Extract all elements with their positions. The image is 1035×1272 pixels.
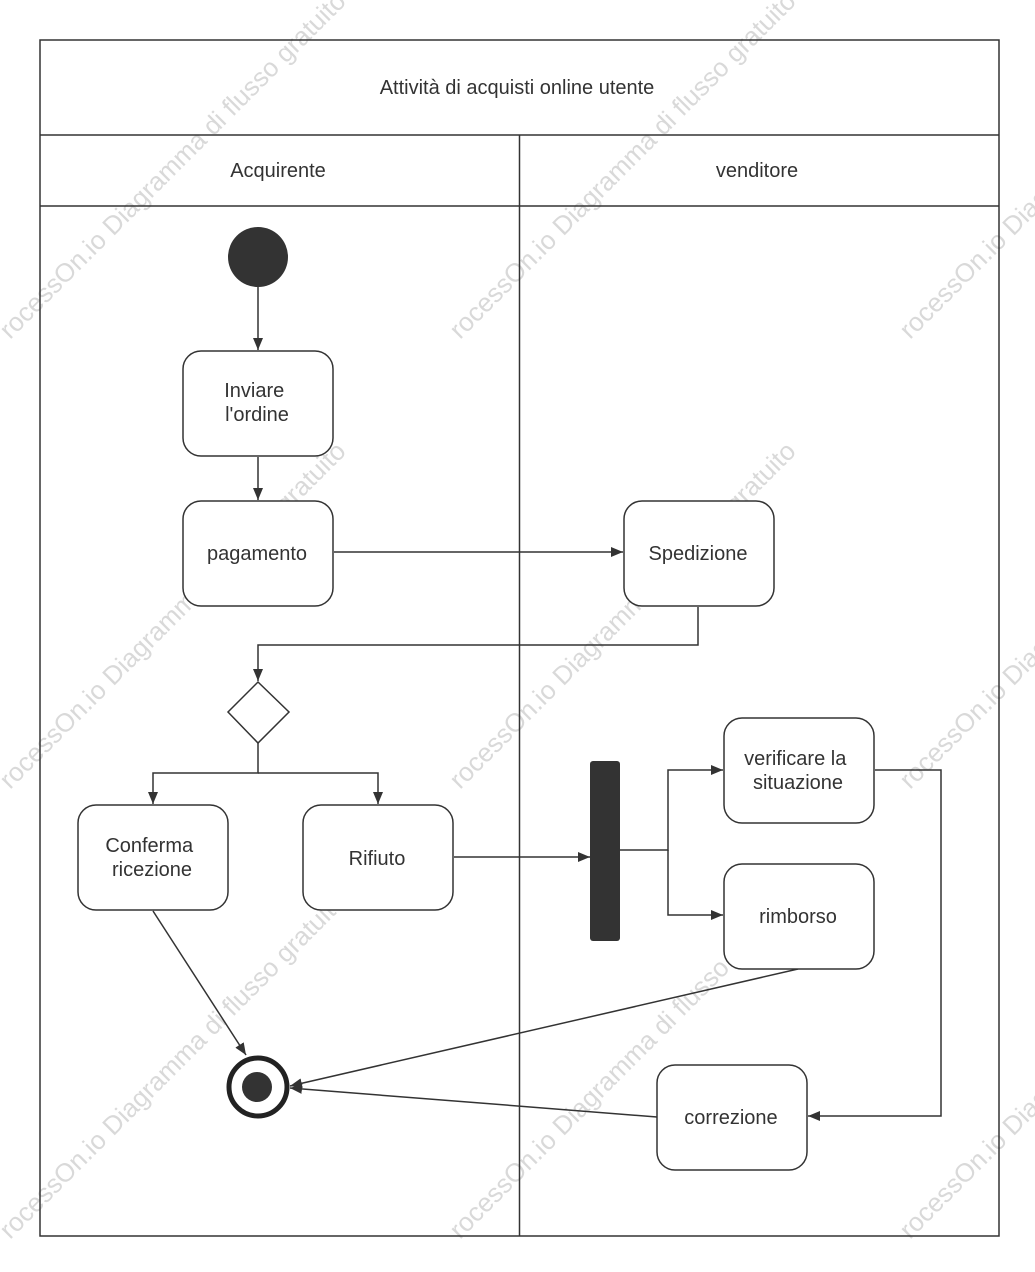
edge-refund-to-end bbox=[289, 968, 799, 1089]
edge-correction-to-end bbox=[289, 1083, 658, 1118]
edge-shipping-to-decision bbox=[253, 607, 699, 681]
svg-text:Conferma ricezione: Conferma ricezione bbox=[105, 835, 198, 881]
watermark-text: rocessOn.io Diagramma di flusso gratuito bbox=[0, 436, 351, 794]
watermark-text: rocessOn.io Diagramma di flusso gratuito bbox=[893, 886, 1035, 1244]
activity-refund: rimborso bbox=[723, 863, 875, 970]
activity-reject: Rifiuto bbox=[302, 804, 454, 911]
decision-node bbox=[226, 680, 291, 745]
activity-label: Rifiuto bbox=[349, 848, 406, 870]
end-node bbox=[226, 1055, 290, 1119]
watermark-layer: rocessOn.io Diagramma di flusso gratuito… bbox=[0, 0, 1035, 1244]
activity-label: ricezione bbox=[112, 859, 192, 881]
edge-decision-to-reject bbox=[258, 772, 383, 804]
svg-text:Inviare l'ordine: Inviare l'ordine bbox=[224, 380, 290, 426]
fork-bar bbox=[590, 761, 620, 941]
lane-header-seller: venditore bbox=[716, 160, 798, 182]
activity-label: correzione bbox=[684, 1107, 777, 1129]
connectors bbox=[148, 287, 942, 1121]
edge-fork-to-verify bbox=[620, 765, 723, 851]
activity-confirm: Conferma ricezione bbox=[77, 804, 229, 911]
activity-payment: pagamento bbox=[182, 500, 334, 607]
diagram-title: Attività di acquisti online utente bbox=[380, 77, 655, 99]
edge-verify-to-correction bbox=[808, 769, 942, 1121]
activity-verify: verificare la situazione bbox=[723, 717, 875, 824]
activity-correction: correzione bbox=[656, 1064, 808, 1171]
watermark-text: rocessOn.io Diagramma di flusso gratuito bbox=[893, 436, 1035, 794]
activity-label: Inviare bbox=[224, 380, 284, 402]
activity-label: verificare la bbox=[744, 748, 847, 770]
edge-fork-to-refund bbox=[667, 850, 723, 920]
lane-header-buyer: Acquirente bbox=[230, 160, 326, 182]
activity-label: Conferma bbox=[105, 835, 194, 857]
svg-text:verificare la situazione: verificare la situazione bbox=[744, 748, 852, 794]
watermark-text: rocessOn.io Diagramma di flusso gratuito bbox=[0, 886, 351, 1244]
watermark-text: rocessOn.io Diagramma di flusso gratuito bbox=[893, 0, 1035, 344]
activity-label: pagamento bbox=[207, 543, 307, 565]
activity-send-order: Inviare l'ordine bbox=[182, 350, 334, 457]
activity-shipping: Spedizione bbox=[623, 500, 775, 607]
edge-confirm-to-end bbox=[152, 910, 247, 1056]
activity-label: rimborso bbox=[759, 906, 837, 928]
activity-label: situazione bbox=[753, 772, 843, 794]
edge-decision-to-confirm bbox=[148, 743, 259, 804]
activity-label: l'ordine bbox=[225, 404, 289, 426]
swimlane-frame bbox=[39, 39, 1000, 1237]
start-node bbox=[228, 227, 288, 287]
activity-label: Spedizione bbox=[649, 543, 748, 565]
